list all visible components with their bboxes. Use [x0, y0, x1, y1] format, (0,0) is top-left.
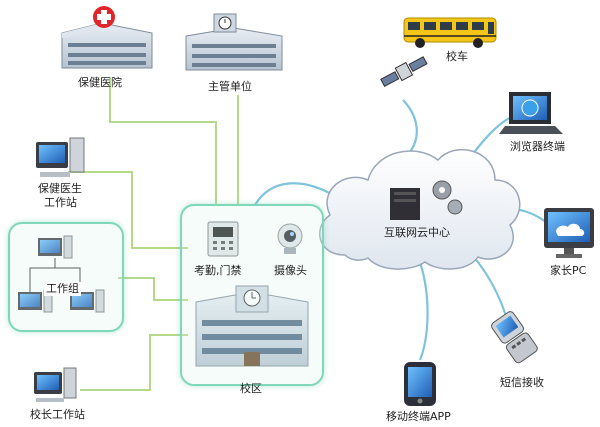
line-campus-cloud [254, 182, 336, 206]
principal-workstation-icon [34, 367, 77, 402]
label-authority: 主管单位 [208, 80, 252, 93]
access-control-icon [207, 221, 239, 257]
label-principal: 校长工作站 [30, 408, 85, 421]
label-cloud: 互联网云中心 [384, 226, 450, 239]
campus-box [180, 204, 324, 386]
campus-building-icon [195, 285, 309, 367]
camera-icon [277, 223, 303, 254]
label-clinic-line2: 工作站 [44, 196, 77, 209]
smartphone-icon [404, 362, 436, 406]
label-bus: 校车 [446, 50, 468, 63]
label-mobile-app: 移动终端APP [386, 410, 451, 423]
label-hospital: 保健医院 [78, 76, 122, 89]
workgroup-link [29, 258, 56, 292]
school-bus-icon [403, 17, 497, 48]
authority-building-icon [185, 13, 283, 71]
hospital-icon [61, 6, 153, 69]
workgroup-box [8, 222, 124, 332]
flip-phone-icon [491, 311, 538, 364]
satellite-icon [380, 56, 428, 88]
clinic-workstation-icon [36, 137, 85, 177]
desktop-icon [38, 235, 73, 259]
line-workgroup-campus [118, 277, 188, 301]
label-workgroup: 工作组 [44, 282, 81, 296]
line-cloud-mobile [418, 261, 429, 361]
label-camera: 摄像头 [274, 264, 307, 277]
label-campus: 校区 [240, 382, 262, 395]
label-parent-pc: 家长PC [550, 264, 587, 277]
label-clinic-line1: 保健医生 [38, 182, 82, 195]
desktop-icon [70, 289, 105, 313]
label-browser: 浏览器终端 [510, 140, 565, 153]
line-principal-campus [80, 334, 188, 391]
label-attendance: 考勤,门禁 [194, 264, 242, 277]
green-connections [68, 78, 239, 391]
label-sms: 短信接收 [500, 376, 544, 389]
monitor-icon [544, 208, 594, 258]
line-hospital-campus [109, 78, 217, 204]
line-clinic-campus [68, 171, 188, 249]
laptop-icon [499, 92, 563, 134]
line-satellite-cloud [402, 99, 418, 153]
desktop-icon [18, 289, 53, 313]
cloud-shape [319, 149, 521, 270]
